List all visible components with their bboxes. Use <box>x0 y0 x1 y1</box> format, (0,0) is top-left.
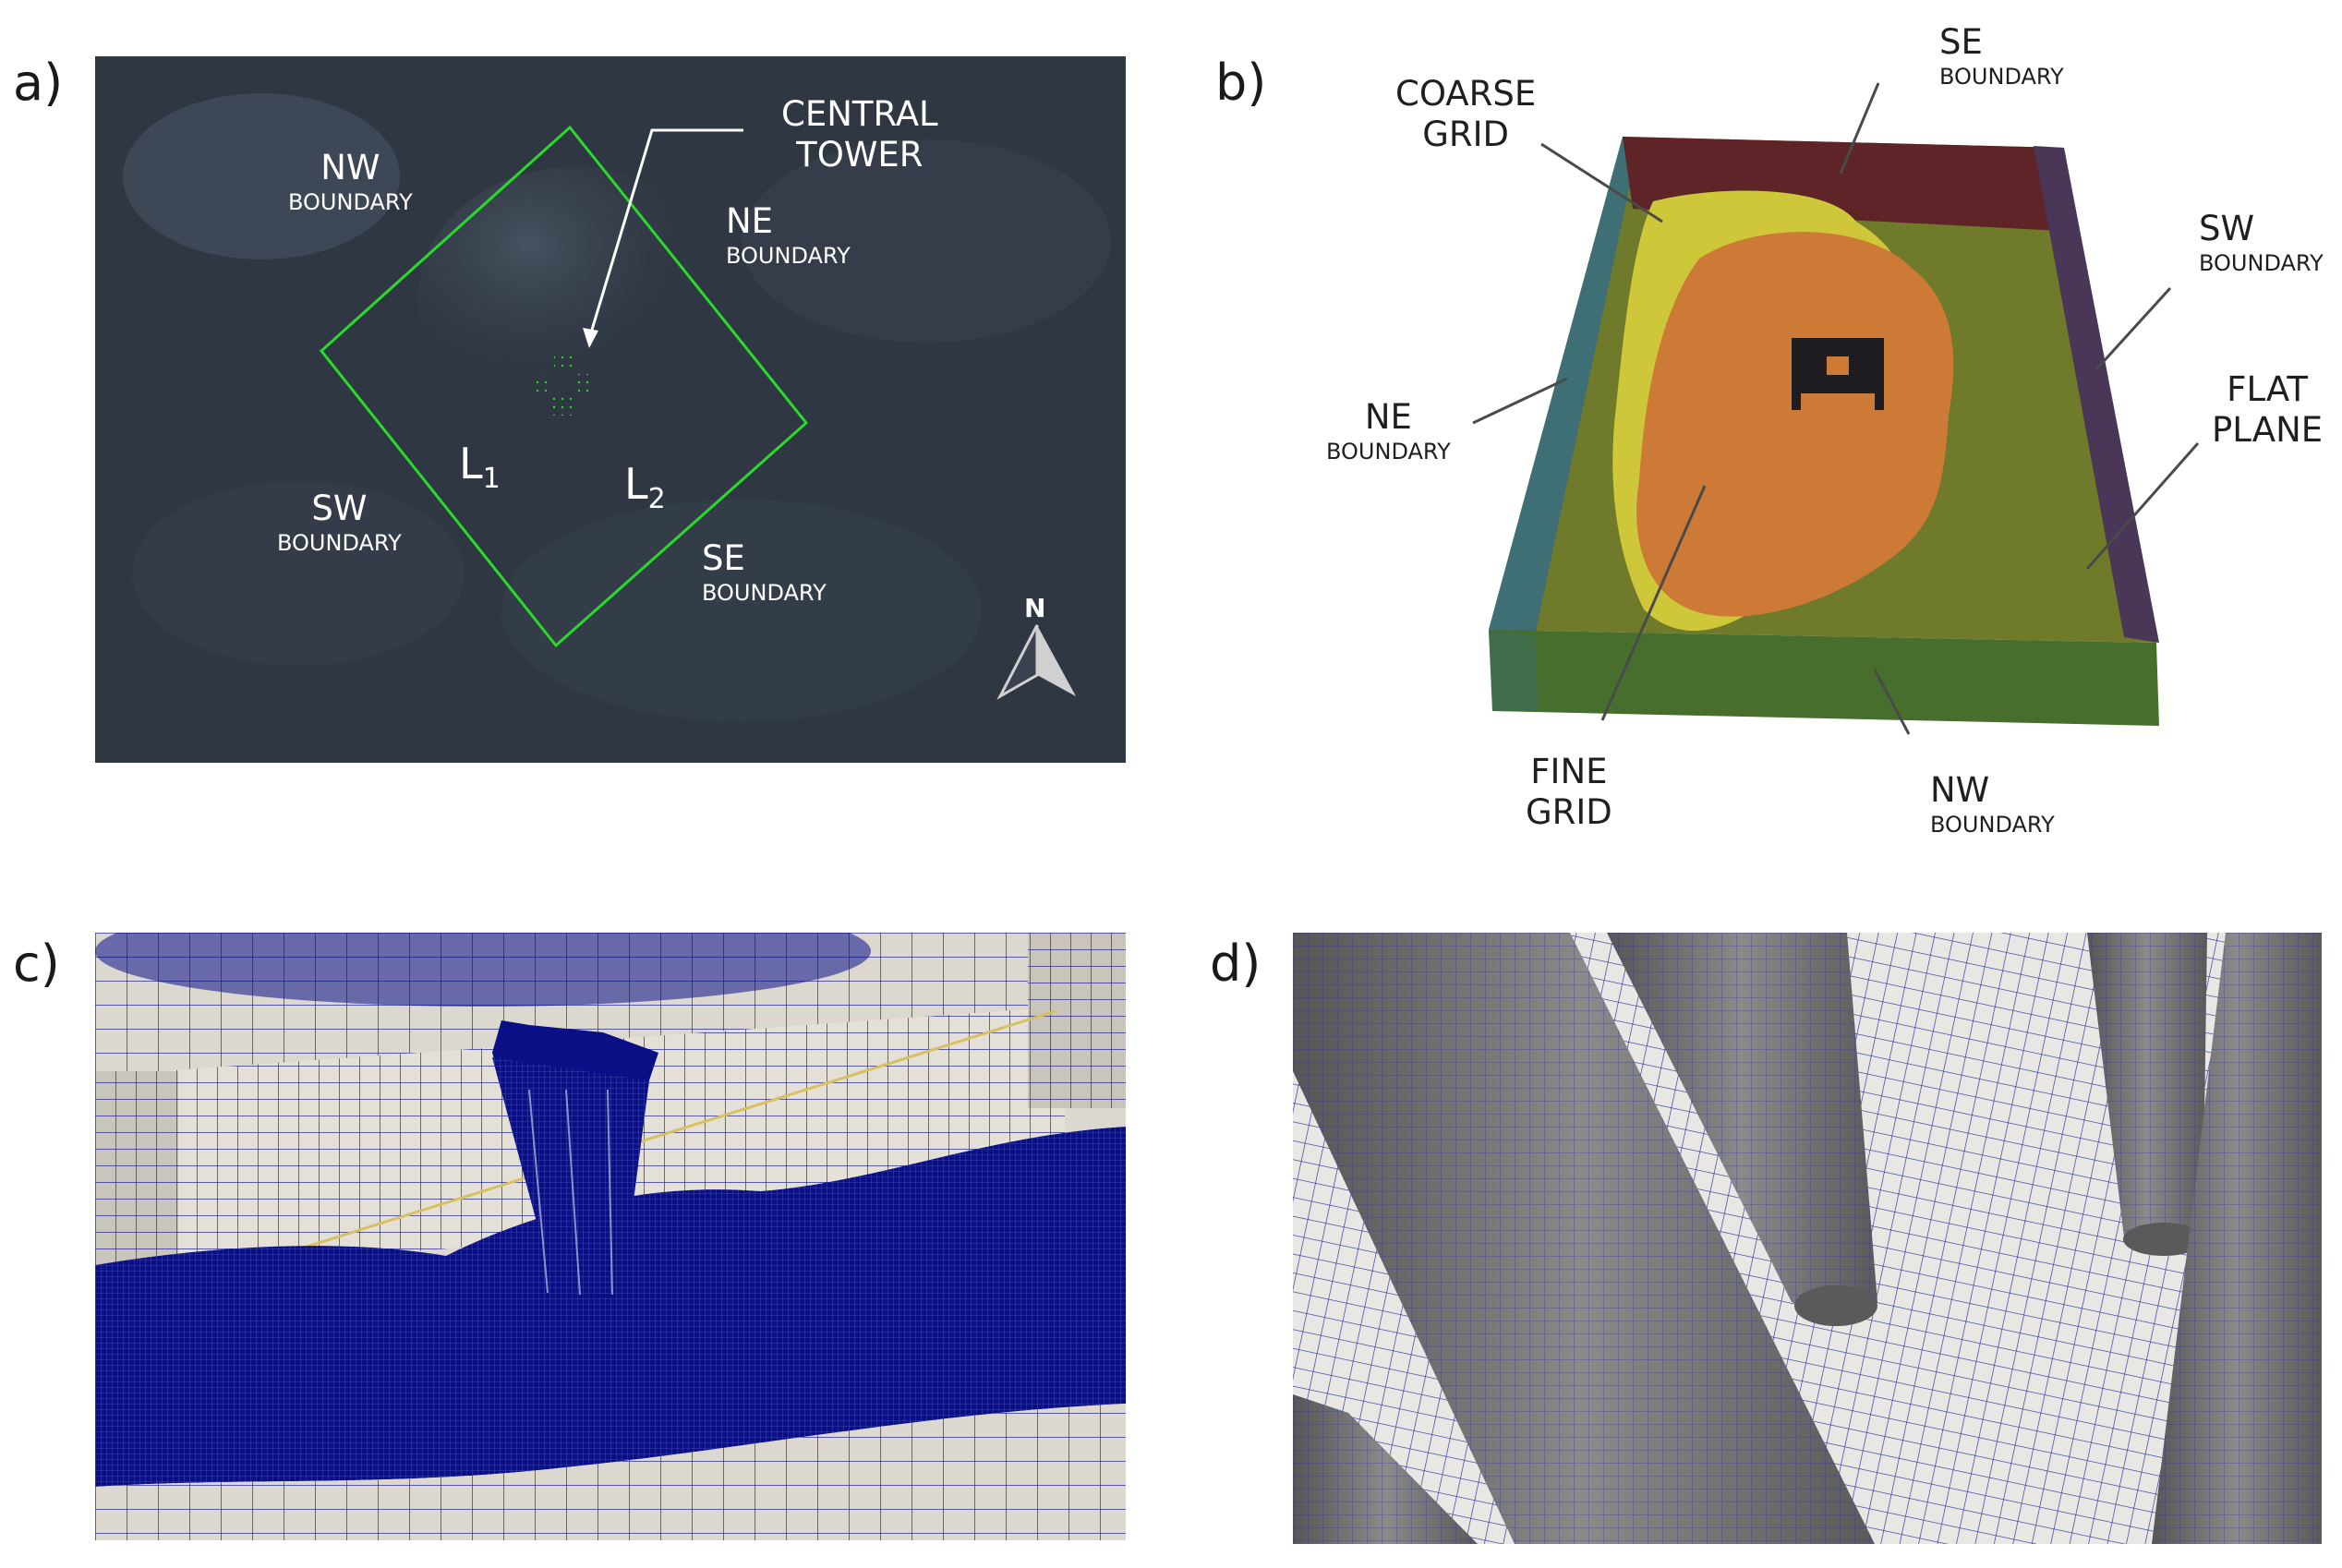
ne-wall <box>1489 137 1639 635</box>
sw-wall <box>2034 146 2159 643</box>
mesh-view-d <box>1293 933 2322 1544</box>
domain-boundary <box>319 125 809 648</box>
north-label: N <box>1024 593 1046 623</box>
fine-grid-region <box>1636 232 1954 617</box>
tower-structure <box>492 1020 658 1297</box>
north-arrow-icon <box>996 624 1076 700</box>
panel-c-letter: c) <box>13 935 60 993</box>
terrain-mesh <box>95 1127 1126 1487</box>
cylinder-1 <box>1293 933 1875 1544</box>
panel-b-leaders <box>1472 82 2200 735</box>
cylinder-2 <box>1607 933 1877 1326</box>
domain-3d-model <box>1489 137 2159 726</box>
cylinder-3 <box>2087 933 2207 1256</box>
nw-wall <box>1489 630 2159 726</box>
panel-d-letter: d) <box>1210 935 1262 993</box>
tower-cluster <box>554 352 574 372</box>
central-tower-arrow <box>587 128 743 340</box>
cylinder-4 <box>2152 933 2322 1544</box>
panel-a-letter: a) <box>13 54 64 112</box>
tower-icon <box>1792 338 1884 410</box>
cylinder-5 <box>1293 1394 1478 1544</box>
l2-label: L2 <box>624 459 666 516</box>
panel-b-letter: b) <box>1215 54 1267 112</box>
mesh-view-c <box>95 933 1126 1540</box>
satellite-image <box>95 56 1126 763</box>
l1-label: L1 <box>459 439 501 496</box>
